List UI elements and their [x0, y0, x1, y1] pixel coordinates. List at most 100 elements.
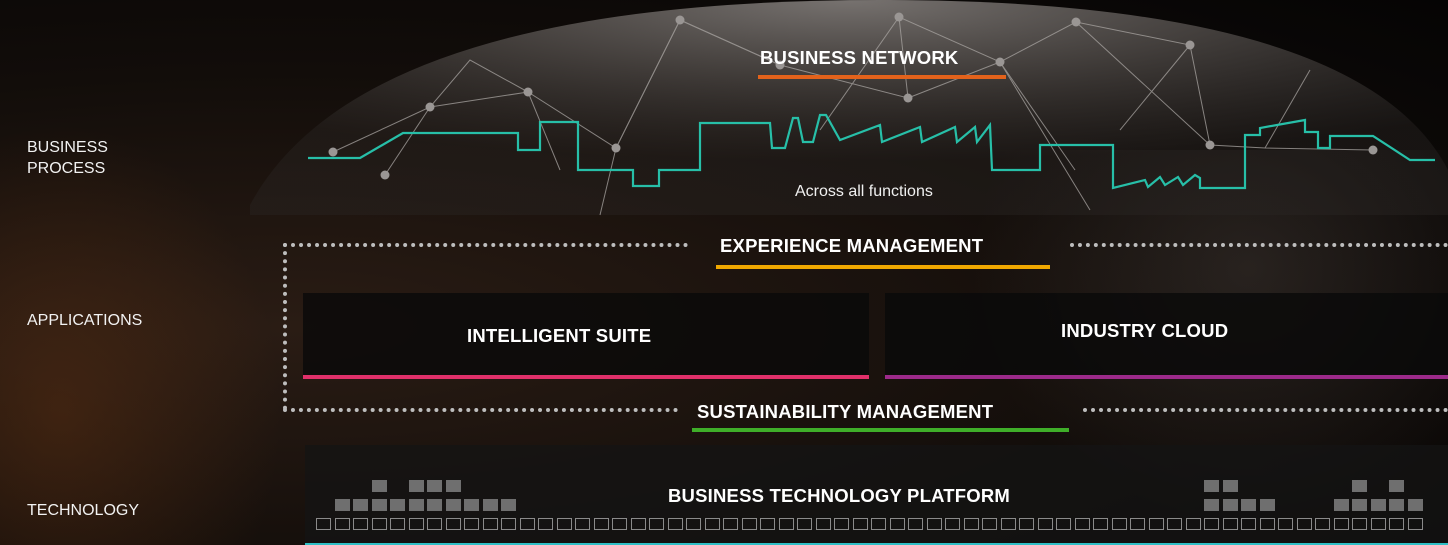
- platform-grid-cell: [445, 499, 461, 511]
- experience-frame-top-left: [283, 243, 688, 247]
- experience-management-underline: [716, 265, 1050, 269]
- platform-grid-cell: [334, 499, 350, 511]
- platform-box: [305, 445, 1448, 545]
- industry-cloud-title: INDUSTRY CLOUD: [1061, 320, 1229, 341]
- platform-grid-cell: [464, 518, 479, 530]
- platform-grid-cell: [945, 518, 960, 530]
- platform-grid-cell: [649, 518, 664, 530]
- platform-grid-cell: [1370, 518, 1386, 530]
- platform-grid-cell: [612, 518, 627, 530]
- background-glow-left: [0, 100, 300, 545]
- dome-shape: [250, 0, 1448, 215]
- platform-grid-cell: [1352, 518, 1367, 530]
- business-network-subtitle: Across all functions: [795, 183, 933, 200]
- platform-grid-cell: [871, 518, 886, 530]
- platform-grid-cell: [575, 518, 590, 530]
- platform-grid-cell: [1222, 480, 1238, 492]
- platform-grid-cell: [482, 499, 498, 511]
- intelligent-suite-underline: [303, 375, 869, 379]
- platform-grid-cell: [427, 499, 442, 511]
- platform-grid-cell: [1315, 518, 1330, 530]
- intelligent-suite-box: INTELLIGENT SUITE: [303, 293, 869, 379]
- platform-grid-cell: [353, 518, 368, 530]
- platform-title: BUSINESS TECHNOLOGY PLATFORM: [668, 485, 1011, 506]
- platform-grid-cell: [390, 518, 405, 530]
- sustainability-management-underline: [692, 428, 1069, 432]
- row-label-applications: APPLICATIONS: [27, 312, 143, 329]
- platform-grid-cell: [1389, 499, 1404, 511]
- platform-grid-cell: [371, 480, 387, 492]
- platform-grid-cell: [1407, 499, 1423, 511]
- platform-grid-cell: [797, 518, 812, 530]
- experience-management-title: EXPERIENCE MANAGEMENT: [720, 235, 984, 256]
- platform-grid-cell: [630, 518, 646, 530]
- industry-cloud-underline: [885, 375, 1448, 379]
- platform-grid-cell: [815, 518, 831, 530]
- platform-grid-cell: [1204, 518, 1219, 530]
- frame-left-edge: [283, 243, 287, 410]
- platform-grid-cell: [501, 499, 516, 511]
- platform-grid-cell: [556, 518, 572, 530]
- platform-grid-cell: [926, 518, 942, 530]
- platform-grid-cell: [593, 518, 609, 530]
- platform-grid-cell: [1130, 518, 1145, 530]
- platform-grid-cell: [371, 499, 387, 511]
- platform-grid-cell: [1389, 518, 1404, 530]
- platform-grid-cell: [1222, 499, 1238, 511]
- platform-grid-cell: [723, 518, 738, 530]
- platform-grid-cell: [834, 518, 849, 530]
- platform-grid-cell: [1333, 518, 1349, 530]
- platform-grid-cell: [408, 518, 424, 530]
- platform-grid-cell: [445, 480, 461, 492]
- platform-grid-cell: [1167, 518, 1182, 530]
- platform-grid-cell: [1222, 518, 1238, 530]
- platform-grid-cell: [1241, 499, 1256, 511]
- platform-grid-cell: [1278, 518, 1293, 530]
- platform-grid-cell: [1389, 480, 1404, 492]
- platform-grid-cell: [1111, 518, 1127, 530]
- platform-grid-cell: [760, 518, 775, 530]
- platform-grid-cell: [538, 518, 553, 530]
- platform-grid-cell: [1296, 518, 1312, 530]
- platform-grid-cell: [427, 518, 442, 530]
- platform-grid-cell: [963, 518, 979, 530]
- platform-grid-cell: [1352, 480, 1367, 492]
- platform-grid-cell: [334, 518, 350, 530]
- platform-grid-cell: [889, 518, 905, 530]
- row-label-business-process: BUSINESS PROCESS: [27, 139, 108, 177]
- platform-grid-cell: [778, 518, 794, 530]
- platform-grid-cell: [353, 499, 368, 511]
- business-network-underline: [758, 75, 1006, 79]
- business-network-title: BUSINESS NETWORK: [760, 47, 959, 68]
- network-nodes: [328, 12, 1378, 180]
- platform-grid-cell: [1093, 518, 1108, 530]
- platform-grid-cell: [1204, 499, 1219, 511]
- platform-grid-cell: [1185, 518, 1201, 530]
- platform-grid-cell: [482, 518, 498, 530]
- experience-frame-top-right: [1070, 243, 1448, 247]
- platform-grid-cell: [1056, 518, 1071, 530]
- sustainability-management-title: SUSTAINABILITY MANAGEMENT: [697, 401, 994, 422]
- platform-grid-cell: [1259, 518, 1275, 530]
- platform-grid-cell: [1074, 518, 1090, 530]
- platform-grid-cell: [501, 518, 516, 530]
- platform-grid-cell: [1204, 480, 1219, 492]
- platform-grid-cell: [408, 480, 424, 492]
- platform-grid-cell: [1000, 518, 1016, 530]
- sustainability-frame-bottom-right: [1083, 408, 1448, 412]
- platform-grid-cell: [390, 499, 405, 511]
- platform-grid-cell: [464, 499, 479, 511]
- platform-grid-cell: [1241, 518, 1256, 530]
- platform-grid-cell: [982, 518, 997, 530]
- platform-grid-cell: [741, 518, 757, 530]
- platform-grid-cell: [445, 518, 461, 530]
- intelligent-suite-title: INTELLIGENT SUITE: [467, 325, 652, 346]
- platform-grid-cell: [427, 480, 442, 492]
- sustainability-frame-bottom-left: [283, 408, 678, 412]
- platform-grid-cell: [1019, 518, 1034, 530]
- platform-grid-cell: [1370, 499, 1386, 511]
- platform-grid-cell: [519, 518, 535, 530]
- platform-grid-cell: [1037, 518, 1053, 530]
- platform-grid-cell: [686, 518, 701, 530]
